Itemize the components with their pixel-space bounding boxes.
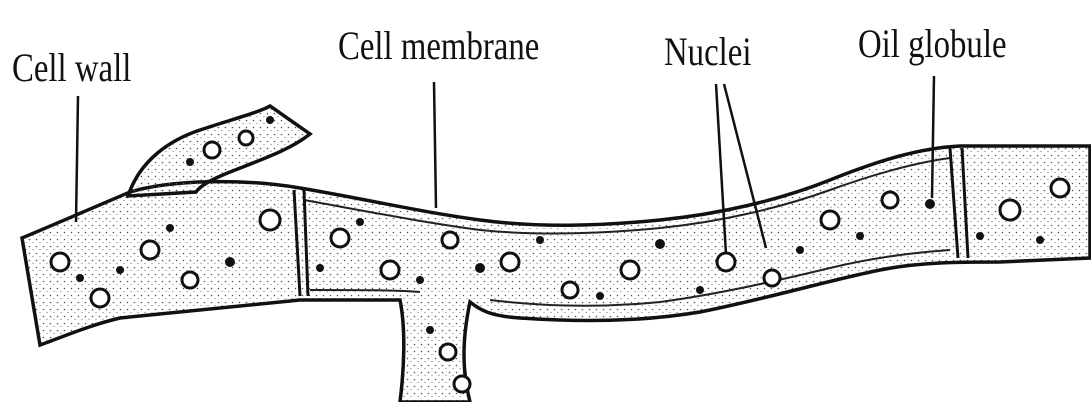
leader-cell-wall [76, 96, 78, 222]
leader-cell-membrane [434, 82, 436, 208]
